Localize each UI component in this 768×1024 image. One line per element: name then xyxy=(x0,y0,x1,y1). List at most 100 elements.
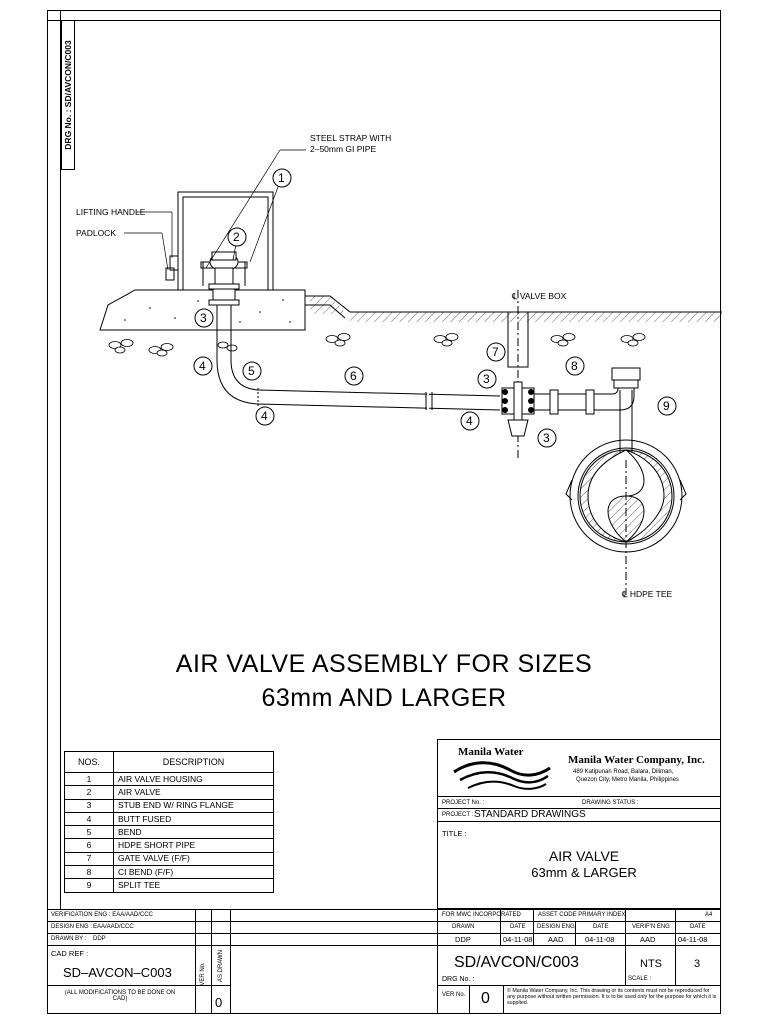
cad-ref-label: CAD REF : xyxy=(51,949,89,958)
legend-desc: SPLIT TEE xyxy=(113,878,274,893)
verification-eng: VERIFICATION ENG : EAA/AAD/CCC xyxy=(51,912,153,918)
ver-no-label: VER No. xyxy=(200,962,206,986)
legend-no: 5 xyxy=(64,825,114,840)
scale-label: SCALE : xyxy=(628,976,652,982)
balloon-9: 9 xyxy=(663,399,670,413)
rule xyxy=(575,921,576,945)
for-mwc: FOR MWC INCORPORATED xyxy=(442,912,521,918)
left-ver-value: 0 xyxy=(215,995,223,1010)
rule xyxy=(469,985,470,1014)
side-drg-box xyxy=(61,20,75,170)
rule xyxy=(47,985,230,986)
hdpe-pipe xyxy=(216,305,501,411)
date-value: 04-11-08 xyxy=(503,935,533,944)
date-value: 04-11-08 xyxy=(678,935,708,944)
gate-valve xyxy=(501,290,535,460)
drawing-status-label: DRAWING STATUS : xyxy=(582,800,639,806)
title-block xyxy=(437,739,721,909)
rule xyxy=(437,796,721,797)
drawn-value: DDP xyxy=(455,935,471,944)
ci-bend xyxy=(534,367,641,415)
balloons xyxy=(193,168,677,448)
legend-no: 4 xyxy=(64,811,114,827)
legend-no: 1 xyxy=(64,771,114,787)
company-address-1: 489 Katipunan Road, Balara, Diliman, xyxy=(573,769,674,775)
ground-slab xyxy=(99,289,722,331)
hdpe-tee xyxy=(565,390,687,595)
leader-lines xyxy=(124,149,306,271)
callout-valve-box: ℄ VALVE BOX xyxy=(512,291,567,301)
legend-no: 2 xyxy=(64,785,114,800)
design-eng-header: DESIGN ENG xyxy=(537,924,575,930)
rule xyxy=(47,921,721,922)
date-header: DATE xyxy=(690,924,706,930)
drg-no-label: DRG No. : xyxy=(442,976,475,983)
air-valve xyxy=(200,251,248,306)
callout-padlock: PADLOCK xyxy=(76,228,116,238)
legend-desc: GATE VALVE (F/F) xyxy=(113,851,274,867)
scale-value: NTS xyxy=(640,958,662,970)
design-eng-value: EAA/AAD/CCC xyxy=(93,924,134,930)
project-value: STANDARD DRAWINGS xyxy=(474,809,586,820)
verifn-eng-header: VERIF'N ENG xyxy=(632,924,670,930)
as-drawn-label: AS DRAWN xyxy=(218,949,224,983)
rule xyxy=(195,909,196,1014)
balloon-4: 4 xyxy=(261,409,268,423)
date-header: DATE xyxy=(510,924,526,930)
copyright-note: © Manila Water Company, Inc. This drawin… xyxy=(507,988,717,1006)
balloon-2: 2 xyxy=(233,230,240,244)
balloon-5: 5 xyxy=(248,364,255,378)
date-header: DATE xyxy=(593,924,609,930)
balloon-3: 3 xyxy=(200,311,207,325)
rule xyxy=(533,909,534,945)
date-value: 04-11-08 xyxy=(585,935,615,944)
rule xyxy=(625,909,626,985)
drawing-title-line-1: AIR VALVE ASSEMBLY FOR SIZES xyxy=(175,650,593,678)
cad-ref-value: SD–AVCON–C003 xyxy=(63,965,172,980)
company-logo-text: Manila Water xyxy=(458,746,524,758)
wave-logo-icon xyxy=(453,761,551,790)
project-no-label: PROJECT No. : xyxy=(442,800,485,806)
balloon-7: 7 xyxy=(492,345,499,359)
balloon-1: 1 xyxy=(278,171,285,185)
sheet-size: A4 xyxy=(705,912,713,918)
ver-value: 0 xyxy=(481,990,490,1007)
rule xyxy=(437,808,721,809)
drawn-header: DRAWN xyxy=(452,924,475,930)
modification-note: (ALL MODIFICATIONS TO BE DONE ON CAD) xyxy=(64,990,176,1002)
legend-no: 9 xyxy=(64,878,114,893)
legend-header-no: NOS. xyxy=(64,751,114,773)
callout-hdpe-tee: ℄ HDPE TEE xyxy=(622,589,673,599)
rule xyxy=(437,909,438,1014)
legend-desc: STUB END W/ RING FLANGE xyxy=(113,798,274,813)
callout-steel-strap-1: STEEL STRAP WITH xyxy=(310,133,392,143)
legend-desc: HDPE SHORT PIPE xyxy=(113,838,274,853)
drawing-title-line-2: 63mm AND LARGER xyxy=(261,684,507,712)
ver-label: VER No. xyxy=(442,992,466,998)
title-value-1: AIR VALVE xyxy=(548,848,620,864)
callout-lifting-handle: LIFTING HANDLE xyxy=(76,207,146,217)
drawing-number: SD/AVCON/C003 xyxy=(454,954,580,971)
legend-desc: AIR VALVE xyxy=(113,785,274,800)
gravel-stones xyxy=(108,333,646,357)
rule xyxy=(675,909,676,985)
title-value-2: 63mm & LARGER xyxy=(531,865,637,880)
company-address-2: Quezon City, Metro Manila, Philippines xyxy=(576,777,679,783)
design-eng-label: DESIGN ENG : xyxy=(51,924,93,930)
assembly-drawing xyxy=(99,149,722,595)
asset-code: ASSET CODE PRIMARY INDEX xyxy=(538,912,626,918)
drawn-by-value: DDP xyxy=(93,936,106,942)
verifn-value: AAD xyxy=(640,935,656,944)
rule xyxy=(437,821,721,822)
balloon-4: 4 xyxy=(466,414,473,428)
balloon-4: 4 xyxy=(199,359,206,373)
